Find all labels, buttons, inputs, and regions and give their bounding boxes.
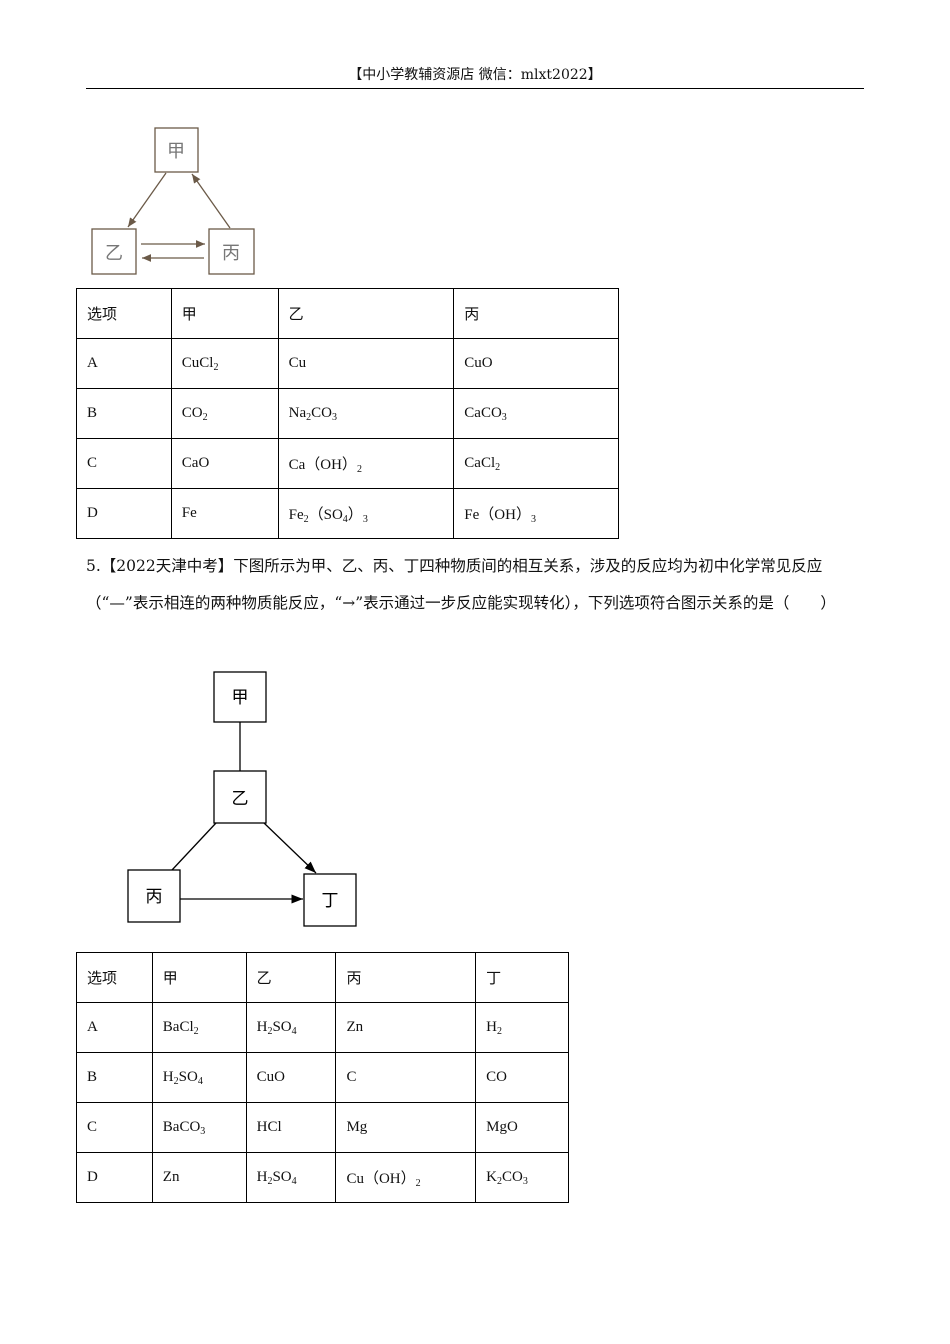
formula-cell: H2SO4 [245,1002,337,1053]
box-yi [91,228,137,275]
formula-cell: Zn [335,1002,477,1053]
table-header-row: 选项 甲 乙 丙 [76,288,619,339]
formula-cell: Ca（OH）2 [277,438,455,489]
header-cell: 甲 [151,952,247,1003]
formula-cell: BaCO3 [151,1102,247,1153]
formula-cell: H2SO4 [151,1052,247,1103]
label-yi: 乙 [232,789,249,809]
formula-cell: H2 [475,1002,569,1053]
formula-cell: Zn [151,1152,247,1203]
formula-cell: CaO [170,438,279,489]
box-bing [127,869,181,923]
formula-cell: H2SO4 [245,1152,337,1203]
formula-cell: Fe [170,488,279,539]
header-cell: 选项 [76,288,172,339]
diagram-1: 甲 乙 丙 [91,127,255,275]
header-cell: 乙 [245,952,337,1003]
box-ding [303,873,357,927]
formula-cell: CaCO3 [453,388,619,439]
arrow-jia-to-yi [127,172,167,228]
header-divider [86,88,864,89]
formula-cell: HCl [245,1102,337,1153]
formula-cell: Cu [277,338,455,389]
formula-cell: CuO [453,338,619,389]
line-yi-bing [171,822,217,871]
header-cell: 丁 [475,952,569,1003]
label-yi: 乙 [105,243,123,264]
option-cell: D [76,1152,153,1203]
box-jia [154,127,199,173]
arrow-bing-to-jia [191,173,231,229]
formula-cell: BaCl2 [151,1002,247,1053]
formula-cell: Fe（OH）3 [453,488,619,539]
formula-cell: CO2 [170,388,279,439]
option-cell: D [76,488,172,539]
option-cell: A [76,1002,153,1053]
arrow-yi-to-ding [263,822,317,874]
header-cell: 乙 [277,288,455,339]
header-cell: 丙 [335,952,477,1003]
diagram-2: 甲 乙 丙 丁 [127,671,357,927]
formula-cell: CuCl2 [170,338,279,389]
label-bing: 丙 [222,243,240,264]
option-cell: A [76,338,172,389]
option-cell: B [76,1052,153,1103]
formula-cell: C [335,1052,477,1103]
header-cell: 选项 [76,952,153,1003]
formula-cell: Cu（OH）2 [335,1152,477,1203]
formula-cell: Mg [335,1102,477,1153]
question-5-text: 5.【2022天津中考】下图所示为甲、乙、丙、丁四种物质间的相互关系，涉及的反应… [86,557,836,612]
formula-cell: K2CO3 [475,1152,569,1203]
header-cell: 丙 [453,288,619,339]
table-header-row: 选项 甲 乙 丙 丁 [76,952,569,1003]
label-bing: 丙 [146,887,163,907]
label-ding: 丁 [322,891,339,911]
header-cell: 甲 [170,288,279,339]
option-cell: C [76,1102,153,1153]
page-header: 【中小学教辅资源店 微信：mlxt2022】 [348,67,602,83]
formula-cell: Na2CO3 [277,388,455,439]
option-cell: B [76,388,172,439]
option-cell: C [76,438,172,489]
label-jia: 甲 [232,688,249,708]
label-jia: 甲 [167,141,185,162]
formula-cell: CaCl2 [453,438,619,489]
formula-cell: Fe2（SO4）3 [277,488,455,539]
formula-cell: CO [475,1052,569,1103]
formula-cell: MgO [475,1102,569,1153]
box-bing [208,228,255,275]
formula-cell: CuO [245,1052,337,1103]
